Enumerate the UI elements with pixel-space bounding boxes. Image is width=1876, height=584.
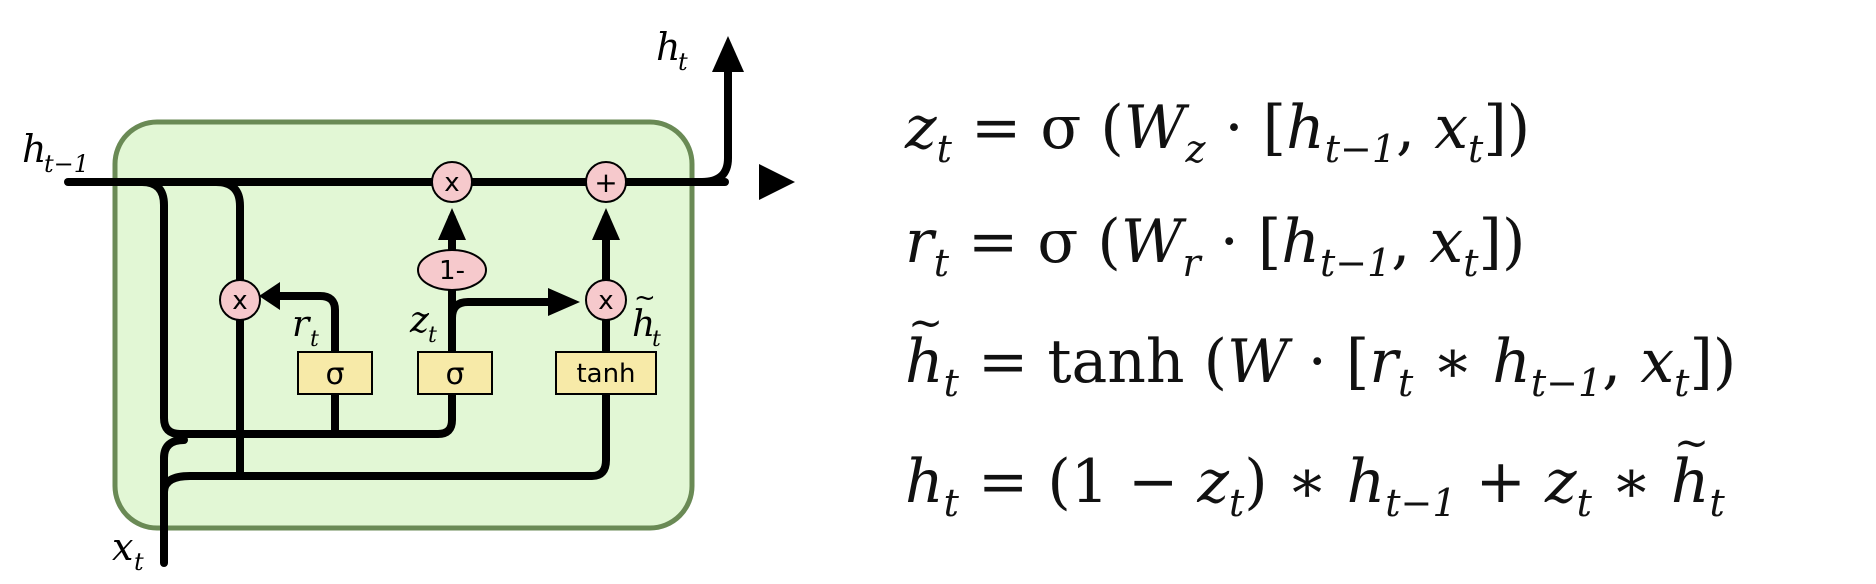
svg-text:1-: 1- — [439, 256, 465, 286]
equation-z: zt = σ (Wz · [ht−1, xt]) — [905, 93, 1531, 171]
svg-text:t: t — [428, 323, 437, 348]
op-mult-top: x — [431, 161, 473, 203]
gate-tanh: tanh — [555, 351, 657, 395]
r-gate-arrowhead — [259, 282, 280, 310]
svg-text:h: h — [22, 127, 46, 171]
tanh-up-arrowhead — [592, 208, 620, 240]
one-minus-arrowhead — [438, 208, 466, 240]
svg-text:t: t — [134, 548, 144, 576]
svg-text:σ: σ — [325, 357, 344, 392]
equation-r: rt = σ (Wr · [ht−1, xt]) — [905, 207, 1526, 285]
gate-sigma-r: σ — [297, 351, 373, 395]
label-z: z t — [409, 300, 437, 348]
op-one-minus: 1- — [417, 249, 487, 291]
svg-text:~: ~ — [634, 283, 656, 313]
svg-text:x: x — [112, 525, 133, 569]
svg-text:t: t — [678, 48, 688, 76]
op-mult-left: x — [219, 279, 261, 321]
label-h-tilde: h ~ t — [632, 283, 661, 352]
label-h-out: h t — [656, 25, 688, 76]
gru-cell-diagram: x + x x 1- σ σ tanh h t−1 h t x t r — [22, 25, 795, 576]
connection-lines — [64, 68, 732, 567]
svg-text:x: x — [232, 286, 247, 316]
arrow-heads — [259, 36, 795, 316]
svg-text:r: r — [292, 304, 311, 345]
equation-h: ht = (1 − zt) ∗ ht−1 + zt ∗ ht — [905, 422, 1725, 522]
h-out-arrowhead — [712, 36, 744, 72]
svg-text:h: h — [632, 304, 655, 345]
label-r: r t — [292, 304, 319, 352]
svg-text:x: x — [444, 168, 459, 198]
label-h-prev: h t−1 — [22, 127, 89, 178]
gate-sigma-z: σ — [417, 351, 493, 395]
svg-text:σ: σ — [445, 357, 464, 392]
op-mult-right: x — [585, 279, 627, 321]
op-plus-top: + — [585, 161, 627, 203]
svg-text:x: x — [598, 286, 613, 316]
svg-text:t: t — [652, 327, 661, 352]
label-x-in: x t — [112, 525, 144, 576]
main-line-arrowhead — [759, 164, 795, 200]
z-to-mult-arrowhead — [548, 288, 580, 316]
svg-text:t: t — [310, 327, 319, 352]
svg-text:tanh: tanh — [576, 359, 635, 389]
gru-cell-box — [112, 119, 695, 531]
equation-h-tilde: ht = tanh (W · [rt ∗ ht−1, xt]) — [905, 302, 1736, 402]
svg-text:+: + — [594, 166, 617, 199]
svg-text:h: h — [656, 25, 680, 69]
svg-text:t−1: t−1 — [44, 150, 89, 178]
svg-text:z: z — [409, 300, 430, 341]
